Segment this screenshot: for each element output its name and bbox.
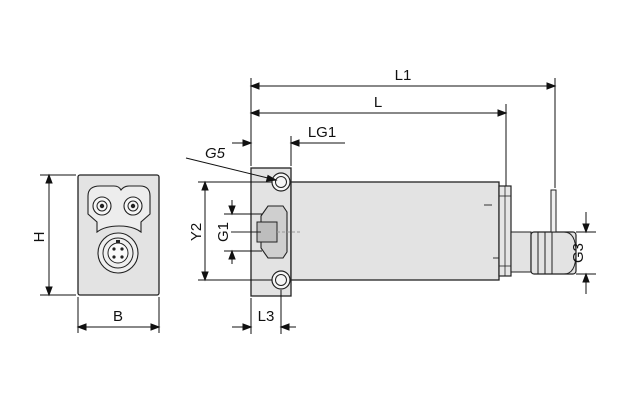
label-l: L: [374, 94, 382, 111]
end-view: [77, 174, 160, 296]
dimension-b: [76, 297, 161, 333]
side-view-body: [290, 181, 500, 281]
dimension-h: [40, 173, 76, 297]
label-l3: L3: [258, 308, 275, 325]
dimension-l3: [232, 290, 296, 334]
label-g5: G5: [205, 145, 226, 162]
dimension-l1: [249, 78, 557, 188]
side-view-fitting: [510, 231, 532, 273]
dimension-g3: [576, 212, 596, 294]
label-b: B: [113, 308, 123, 325]
label-h: H: [31, 232, 48, 243]
label-y2: Y2: [188, 223, 205, 241]
port-section: [231, 205, 300, 259]
dimension-lg1: [232, 136, 345, 166]
mounting-hole-top: [271, 172, 291, 192]
label-g3: G3: [570, 243, 587, 263]
dimension-g1: [224, 200, 262, 264]
label-g1: G1: [215, 222, 232, 242]
label-l1: L1: [395, 67, 412, 84]
mounting-hole-bottom: [271, 270, 291, 290]
dimension-l: [249, 104, 508, 186]
dimension-y2: [198, 180, 272, 282]
leader-g5: [185, 157, 278, 182]
label-lg1: LG1: [308, 124, 336, 141]
